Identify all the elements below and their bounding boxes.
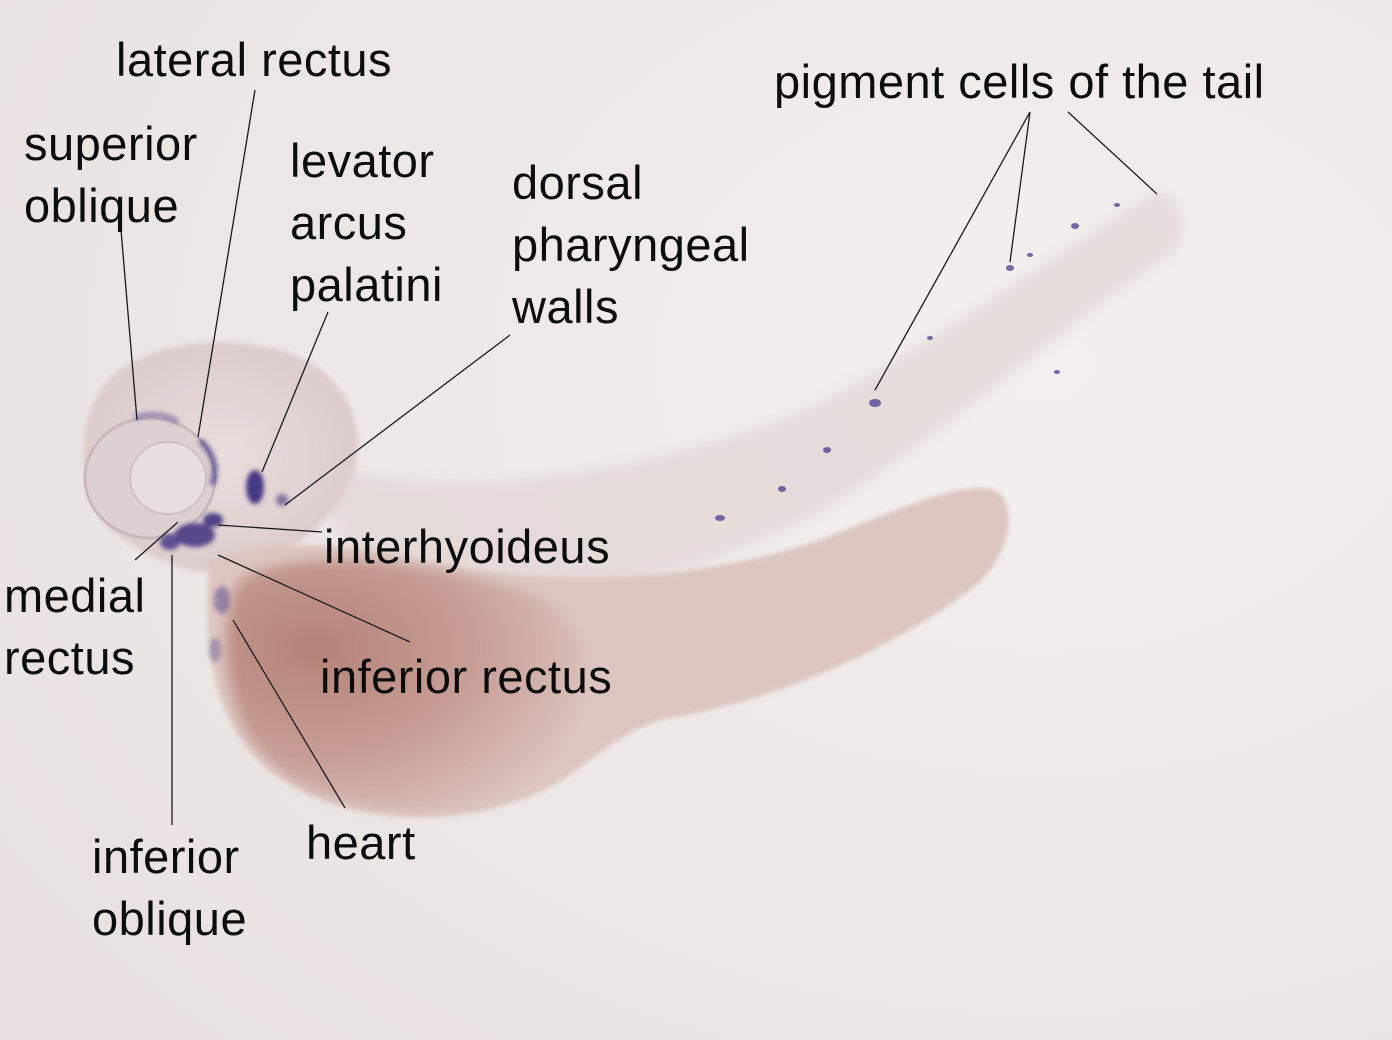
stain-marks xyxy=(134,412,288,662)
label-inferior-oblique: inferior oblique xyxy=(92,830,248,945)
label-interhyoideus: interhyoideus xyxy=(324,520,611,573)
label-dorsal-pharyngeal-walls: dorsal pharyngeal walls xyxy=(512,156,750,333)
label-lateral-rectus: lateral rectus xyxy=(116,33,393,86)
label-levator-arcus-palatini: levator arcus palatini xyxy=(290,134,443,311)
pigment-cells xyxy=(715,203,1120,521)
tail-tissue xyxy=(328,190,1183,602)
label-superior-oblique: superior oblique xyxy=(24,117,198,232)
label-inferior-rectus: inferior rectus xyxy=(320,650,613,703)
label-medial-rectus: medial rectus xyxy=(4,569,146,684)
eye-lens xyxy=(129,441,207,515)
leader-lines xyxy=(120,89,1158,825)
label-pigment-cells: pigment cells of the tail xyxy=(774,55,1265,108)
label-heart: heart xyxy=(306,816,416,869)
yolk xyxy=(225,559,586,811)
